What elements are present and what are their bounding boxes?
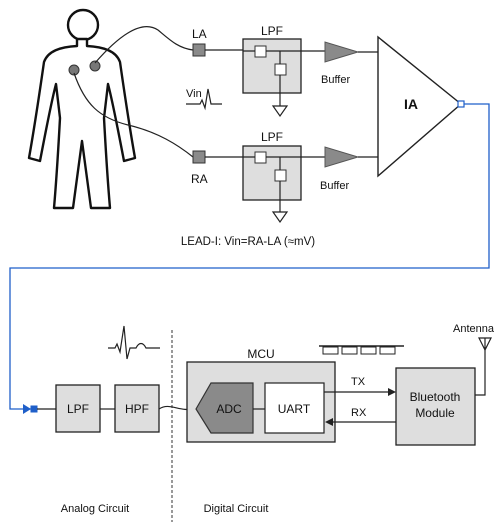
ecg-waveform-icon [108,325,160,360]
analog-lpf-label: LPF [67,402,89,416]
buffer-top-label: Buffer [321,74,350,86]
rx-arrow-icon [325,418,333,426]
la-electrode [192,43,206,57]
bluetooth-label-line1: Bluetooth [410,390,461,404]
mcu-label: MCU [247,347,274,361]
la-lead-wire [94,26,194,64]
instrumentation-amplifier [377,35,463,178]
ground-top-icon [271,105,289,118]
lpf-top-internal-wire [243,50,301,93]
ia-to-analog-link [9,103,490,410]
analog-input-node [30,405,38,413]
lpf-bottom-label: LPF [261,130,283,144]
ia-output-node [457,100,465,108]
electrode-dot-left [68,64,80,76]
analog-hpf-label: HPF [125,402,149,416]
bluetooth-label-line2: Module [415,406,455,420]
lead-caption: LEAD-I: Vin=RA-LA (≈mV) [181,236,315,248]
rx-label: RX [351,407,367,419]
adc-block [195,382,254,434]
vin-waveform-icon [186,88,222,111]
chip-pins-icon [319,345,404,355]
link-arrow-icon [23,404,31,414]
ra-label: RA [191,172,208,186]
bluetooth-module-block [395,367,476,446]
ra-lead-wire [73,72,194,158]
la-label: LA [192,27,207,41]
buffer-bottom-icon [324,146,360,168]
ra-electrode [192,150,206,164]
uart-label: UART [278,402,311,416]
antenna-wire [475,350,486,396]
lpf-top-capacitor [274,63,287,76]
lpf-bottom-resistor [254,151,267,164]
antenna-icon [478,337,492,352]
uart-block [264,382,325,434]
ia-label: IA [404,96,418,112]
buffer-top-icon [324,41,360,63]
buffer-bottom-label: Buffer [320,180,349,192]
digital-circuit-label: Digital Circuit [204,503,269,515]
electrode-dot-right [89,60,101,72]
vin-label: Vin [186,88,202,100]
ground-bottom-icon [271,211,289,224]
lpf-top-resistor [254,45,267,58]
lpf-bottom-block [242,145,302,201]
lpf-top-label: LPF [261,24,283,38]
lpf-top-block [242,38,302,94]
lpf-bottom-capacitor [274,169,287,182]
analog-hpf-block [114,384,160,433]
adc-label: ADC [216,402,242,416]
antenna-label: Antenna [453,323,495,335]
tx-arrow-icon [388,388,396,396]
lpf-bottom-internal-wire [243,156,301,200]
human-figure-icon [27,8,137,210]
tx-label: TX [351,376,366,388]
analog-circuit-label: Analog Circuit [61,503,129,515]
